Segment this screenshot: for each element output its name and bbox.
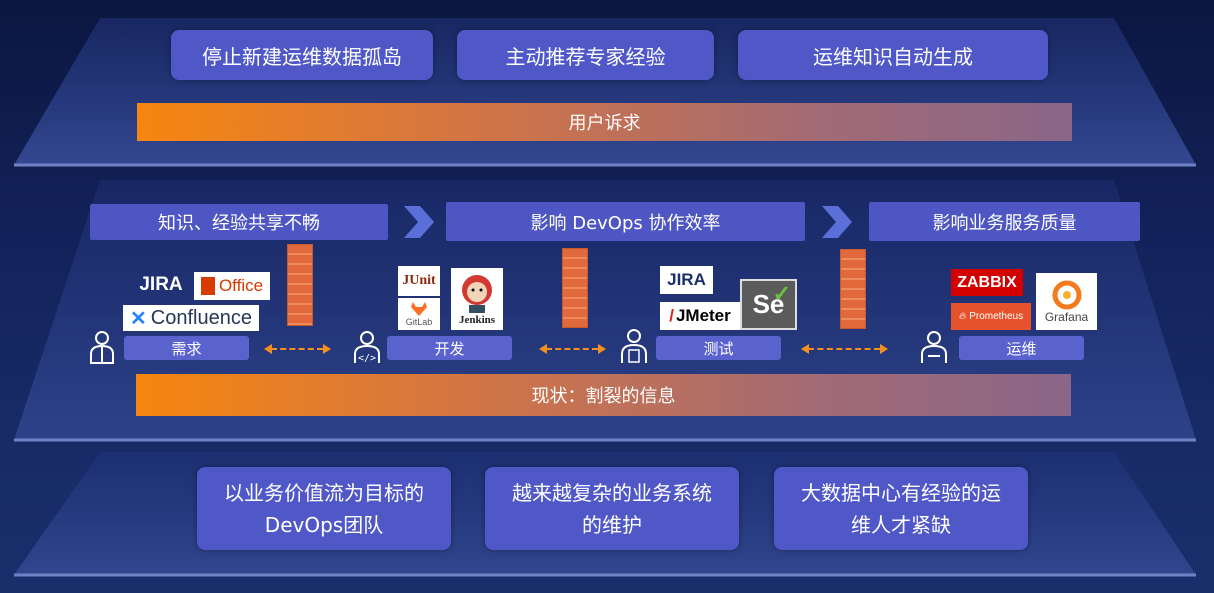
prometheus-logo: 🔥︎Prometheus [951, 303, 1031, 330]
role-label: 运维 [1006, 339, 1037, 358]
jmeter-feather-icon: / [669, 306, 674, 325]
jira-test-logo: JIRA [660, 266, 713, 294]
role-requirements: 需求 [124, 336, 249, 360]
gitlab-icon [411, 302, 427, 316]
jenkins-logo: Jenkins [451, 268, 503, 330]
issue-line: 大数据中心有经验的运 [801, 480, 1001, 505]
status-label: 现状：割裂的信息 [531, 386, 676, 407]
selenium-logo: Se ✓ [740, 279, 797, 330]
junit-logo: JUnit [398, 266, 440, 296]
brick-wall-3 [840, 249, 866, 329]
prometheus-icon: 🔥︎ [958, 311, 967, 322]
issue-complex-systems: 越来越复杂的业务系统 的维护 [485, 467, 739, 550]
status-bar: 现状：割裂的信息 [136, 374, 1071, 416]
issue-talent-shortage: 大数据中心有经验的运 维人才紧缺 [774, 467, 1028, 550]
requirements-person-icon [90, 331, 114, 364]
goal-label: 运维知识自动生成 [813, 44, 973, 69]
gitlab-logo: GitLab [398, 298, 440, 330]
confluence-icon: ✕ [130, 307, 147, 330]
role-label: 开发 [434, 339, 465, 358]
role-label: 测试 [703, 339, 734, 358]
office-icon [200, 277, 215, 295]
jmeter-logo: /JMeter [660, 302, 740, 330]
goal-stop-data-silos: 停止新建运维数据孤岛 [171, 30, 433, 80]
role-testing: 测试 [656, 336, 781, 360]
checkmark-icon: ✓ [772, 281, 791, 306]
brick-wall-1 [287, 244, 313, 326]
chevron-right-icon [404, 206, 434, 238]
goal-label: 停止新建运维数据孤岛 [202, 44, 402, 69]
issue-line: 以业务价值流为目标的 [224, 480, 424, 505]
svg-text:</>: </> [358, 353, 376, 364]
role-label: 需求 [171, 339, 202, 358]
tester-person-icon [621, 329, 647, 363]
problem-service-quality: 影响业务服务质量 [869, 202, 1140, 241]
zabbix-logo: ZABBIX [951, 269, 1023, 296]
goal-auto-knowledge: 运维知识自动生成 [738, 30, 1048, 80]
issue-line: 越来越复杂的业务系统 [512, 480, 712, 505]
confluence-logo: ✕Confluence [123, 305, 259, 331]
brick-wall-2 [562, 248, 588, 328]
user-demand-bar: 用户诉求 [137, 103, 1072, 141]
chevron-right-icon [822, 206, 852, 238]
developer-person-icon: </> [354, 331, 380, 364]
issue-line: DevOps团队 [264, 512, 384, 537]
problem-knowledge-sharing: 知识、经验共享不畅 [90, 204, 388, 240]
problem-label: 影响 DevOps 协作效率 [530, 212, 721, 234]
jenkins-icon [462, 275, 492, 313]
issue-devops-team: 以业务价值流为目标的 DevOps团队 [197, 467, 451, 550]
problem-devops-efficiency: 影响 DevOps 协作效率 [446, 202, 805, 241]
issue-line: 维人才紧缺 [851, 512, 951, 537]
problem-label: 知识、经验共享不畅 [158, 213, 320, 234]
issue-line: 的维护 [582, 512, 642, 537]
office-logo: Office [194, 272, 270, 300]
role-development: 开发 [387, 336, 512, 360]
grafana-icon [1052, 280, 1081, 309]
user-demand-label: 用户诉求 [568, 113, 641, 134]
goal-label: 主动推荐专家经验 [505, 44, 666, 69]
grafana-logo: Grafana [1036, 273, 1097, 330]
goal-recommend-expertise: 主动推荐专家经验 [457, 30, 714, 80]
problem-label: 影响业务服务质量 [932, 212, 1077, 234]
jira-logo: JIRA [139, 274, 183, 295]
ops-person-icon [921, 331, 947, 363]
role-operations: 运维 [959, 336, 1084, 360]
